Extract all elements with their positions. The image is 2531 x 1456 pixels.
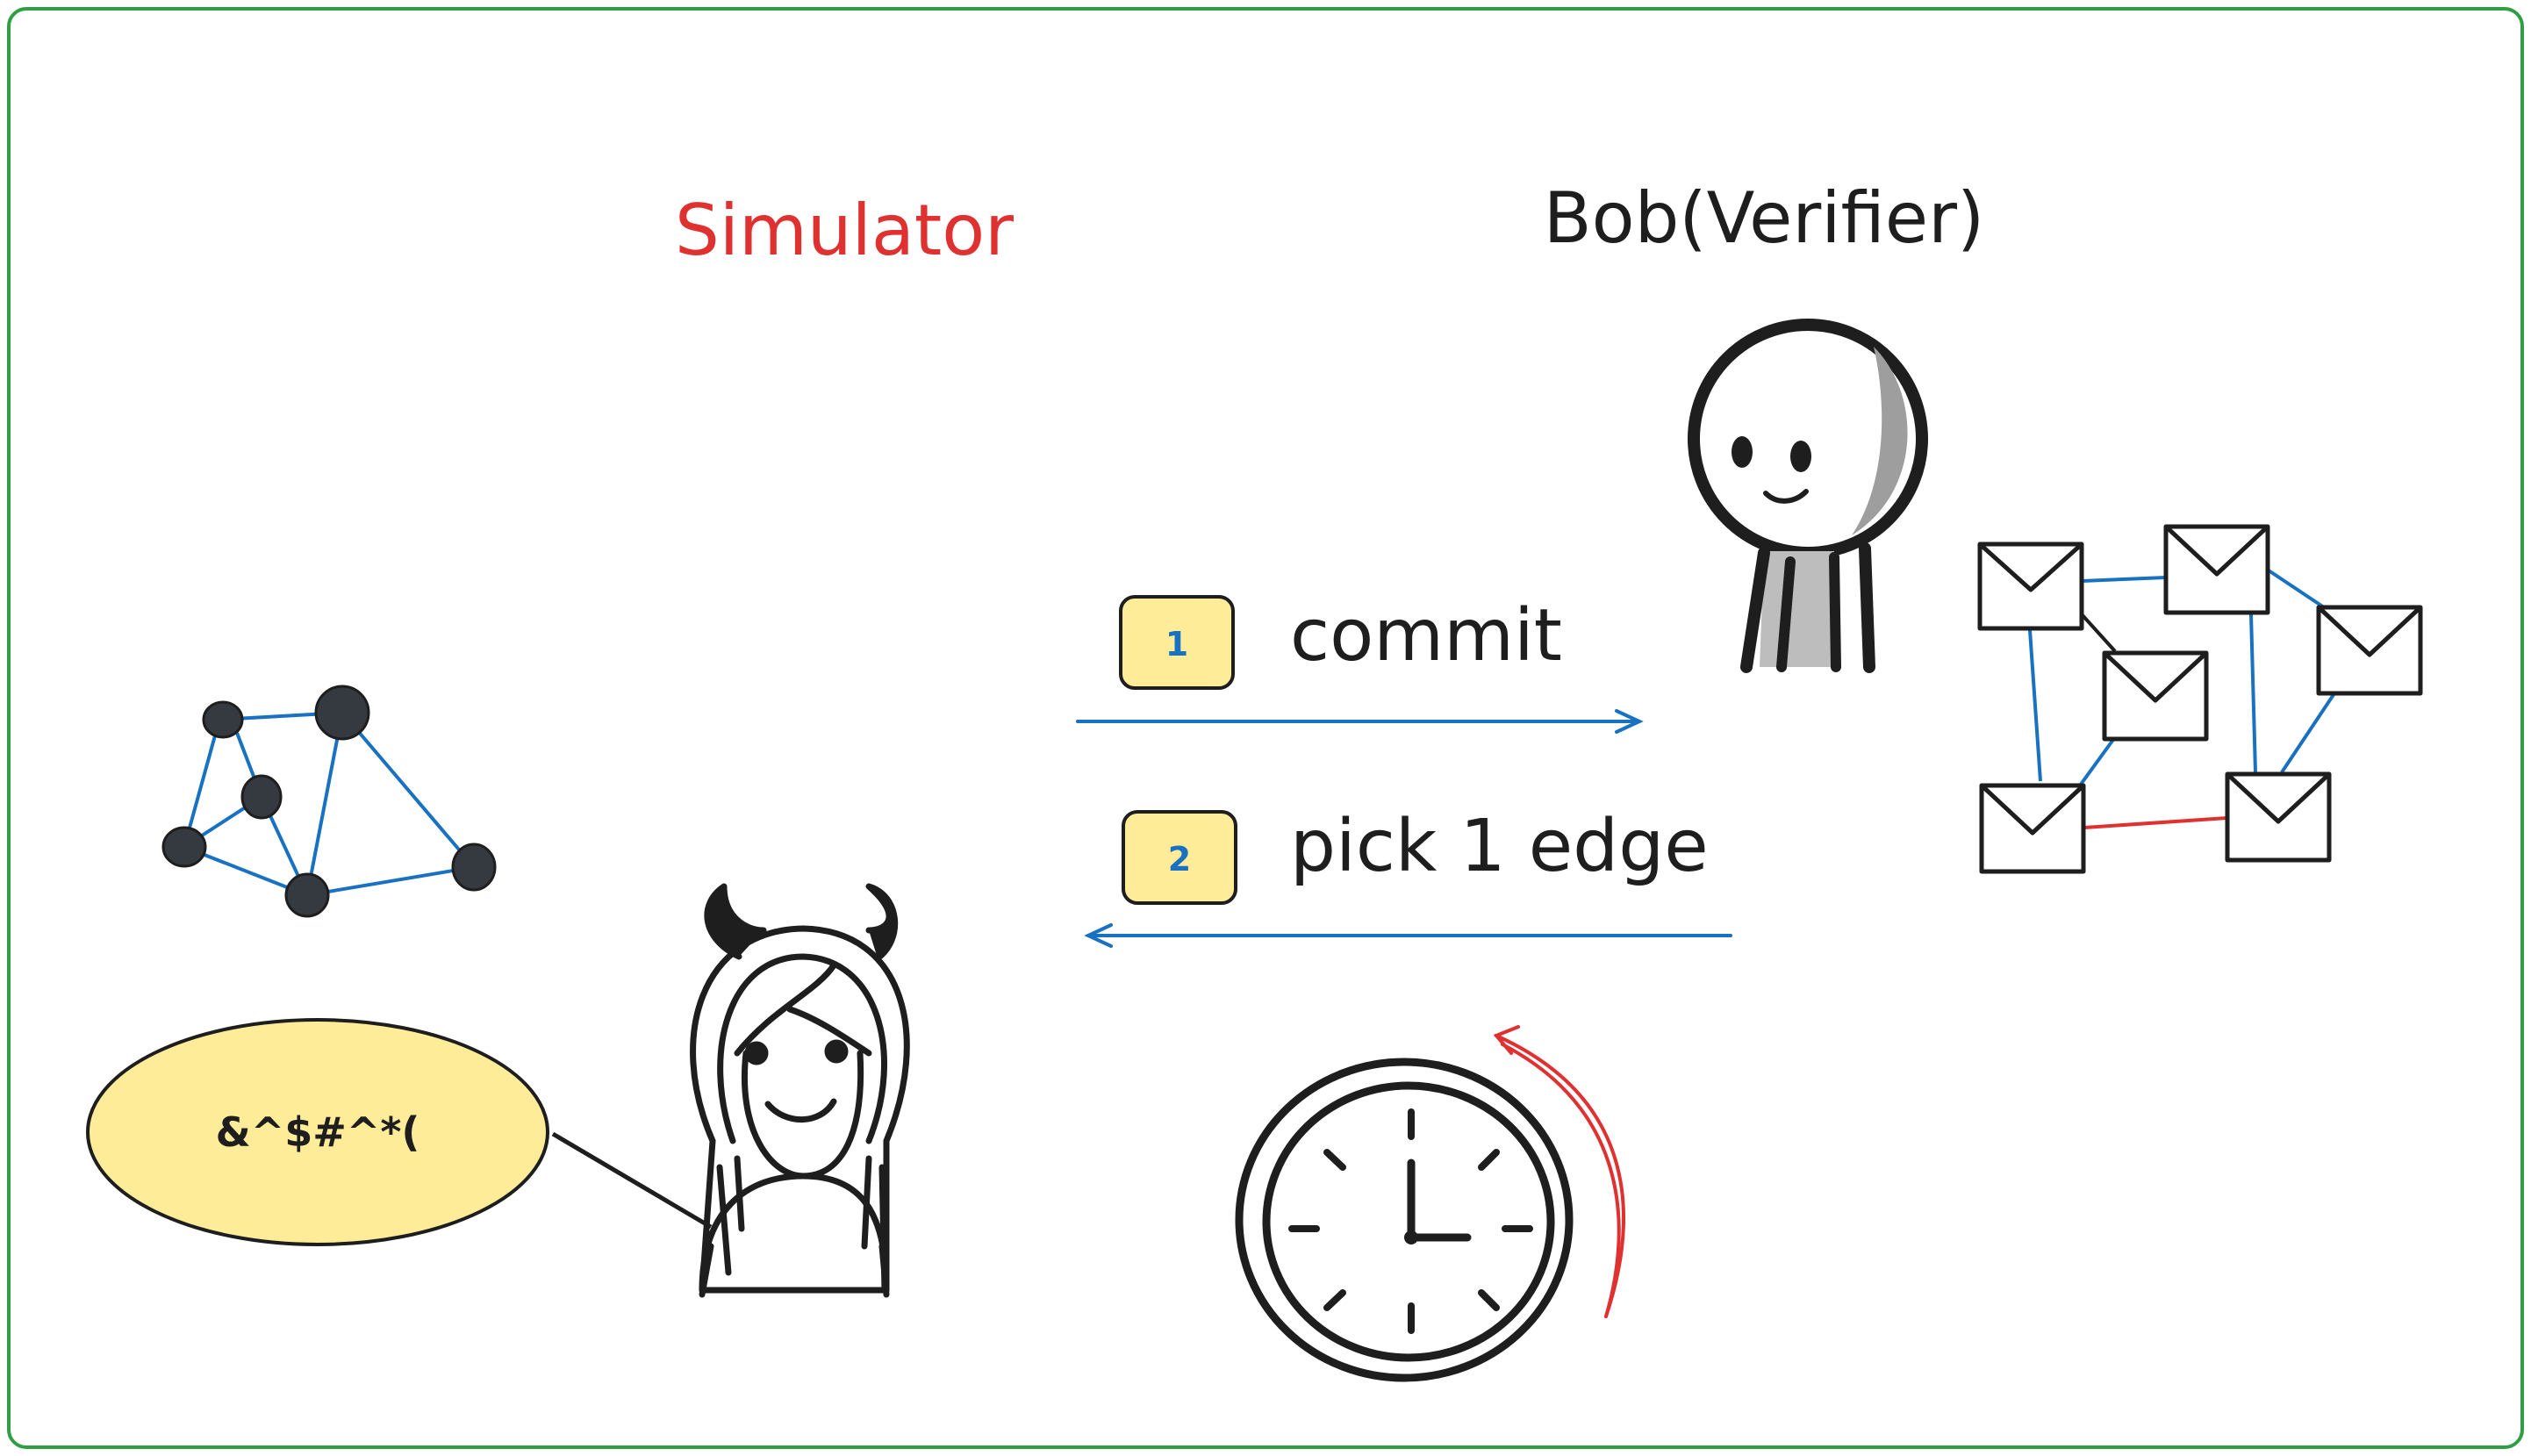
committed-graph <box>1977 524 2423 874</box>
step-1-badge <box>1119 595 1235 690</box>
step-1-number: 1 <box>1165 625 1188 663</box>
graph-node <box>284 872 330 918</box>
left-horn-icon <box>704 883 767 960</box>
verifier-title: Bob(Verifier) <box>1544 177 1984 259</box>
smile-icon <box>764 1098 837 1123</box>
speech-bubble: &^$#^*( <box>86 1018 713 1246</box>
diagram-frame <box>7 7 2524 1449</box>
verifier-character <box>1688 319 1928 673</box>
smile-icon <box>1763 489 1809 504</box>
eye-icon <box>1732 436 1753 468</box>
envelope-icon <box>2316 605 2423 696</box>
envelope-icon <box>2163 524 2270 615</box>
envelope-icon <box>1977 542 2084 631</box>
step-2: 2 pick 1 edge <box>1084 805 1732 948</box>
graph-edges <box>183 711 476 897</box>
envelope-icon <box>1979 783 2086 874</box>
graph-node <box>240 774 283 820</box>
envelope-edges <box>2028 569 2336 829</box>
simulator-graph <box>161 685 497 918</box>
step-2-label: pick 1 edge <box>1290 805 1709 888</box>
graph-node <box>451 843 497 892</box>
graph-node <box>202 700 244 739</box>
graph-nodes <box>161 685 497 918</box>
envelope-icon <box>2225 771 2332 863</box>
envelope-icon <box>2102 650 2209 742</box>
simulator-title: Simulator <box>675 190 1014 271</box>
step-2-badge <box>1122 810 1237 905</box>
clock-icon <box>1235 1058 1574 1382</box>
eye-icon <box>824 1039 849 1064</box>
speech-text: &^$#^*( <box>216 1108 420 1156</box>
rewind-arrow-icon <box>1493 1025 1625 1318</box>
eye-icon <box>744 1041 769 1065</box>
step-1-label: commit <box>1290 594 1562 678</box>
eye-icon <box>1790 441 1811 472</box>
pick-edge-arrow <box>1084 923 1732 948</box>
graph-node <box>161 826 207 868</box>
commit-arrow <box>1076 709 1644 734</box>
step-1: 1 commit <box>1076 594 1644 734</box>
right-horn-icon <box>865 883 899 962</box>
envelopes <box>1977 524 2423 874</box>
simulator-character <box>690 883 910 1298</box>
graph-node <box>314 685 370 741</box>
step-2-number: 2 <box>1168 840 1191 879</box>
